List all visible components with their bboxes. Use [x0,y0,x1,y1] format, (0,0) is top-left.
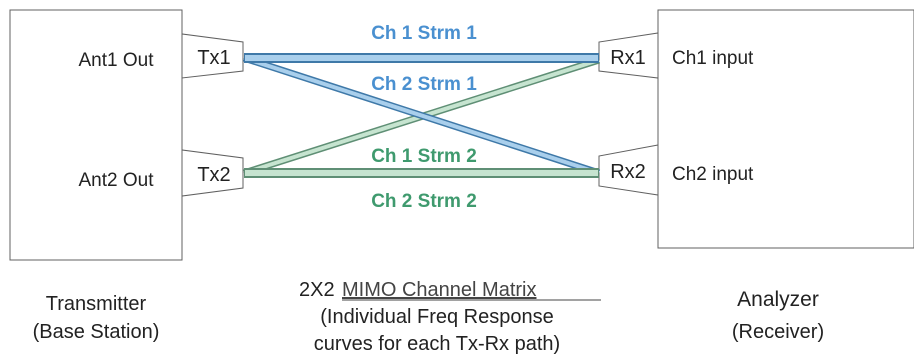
path-tx2-rx2 [244,168,599,178]
path-label-ch2-strm2: Ch 2 Strm 2 [371,191,477,212]
transmitter-box [9,9,183,261]
transmitter-caption: Transmitter [46,293,147,315]
rx-input-ch1: Ch1 input [672,48,754,69]
tx1-label: Tx1 [197,47,230,69]
path-tx1-rx1 [244,53,599,63]
matrix-prefix: 2X2 [299,279,335,301]
rx2-label: Rx2 [610,161,646,183]
analyzer-caption: Analyzer [737,288,819,311]
path-label-ch1-strm1: Ch 1 Strm 1 [371,23,477,44]
tx2-antenna [181,149,244,197]
matrix-caption-line2: curves for each Tx-Rx path) [314,333,560,355]
tx-port-ant2: Ant2 Out [79,170,155,191]
path-label-ch2-strm1: Ch 2 Strm 1 [371,74,477,95]
transmitter-subcaption: (Base Station) [33,321,160,343]
analyzer-subcaption: (Receiver) [732,321,824,343]
rx-input-ch2: Ch2 input [672,164,754,185]
matrix-caption-line1: (Individual Freq Response [320,306,553,328]
path-tx1-rx2 [242,54,601,177]
tx1-antenna [181,33,244,79]
analyzer-box [657,9,914,249]
tx2-label: Tx2 [197,164,230,186]
tx-port-ant1: Ant1 Out [79,50,155,71]
rx1-label: Rx1 [610,47,646,69]
matrix-title: MIMO Channel Matrix [342,279,537,301]
path-label-ch1-strm2: Ch 1 Strm 2 [371,146,477,167]
